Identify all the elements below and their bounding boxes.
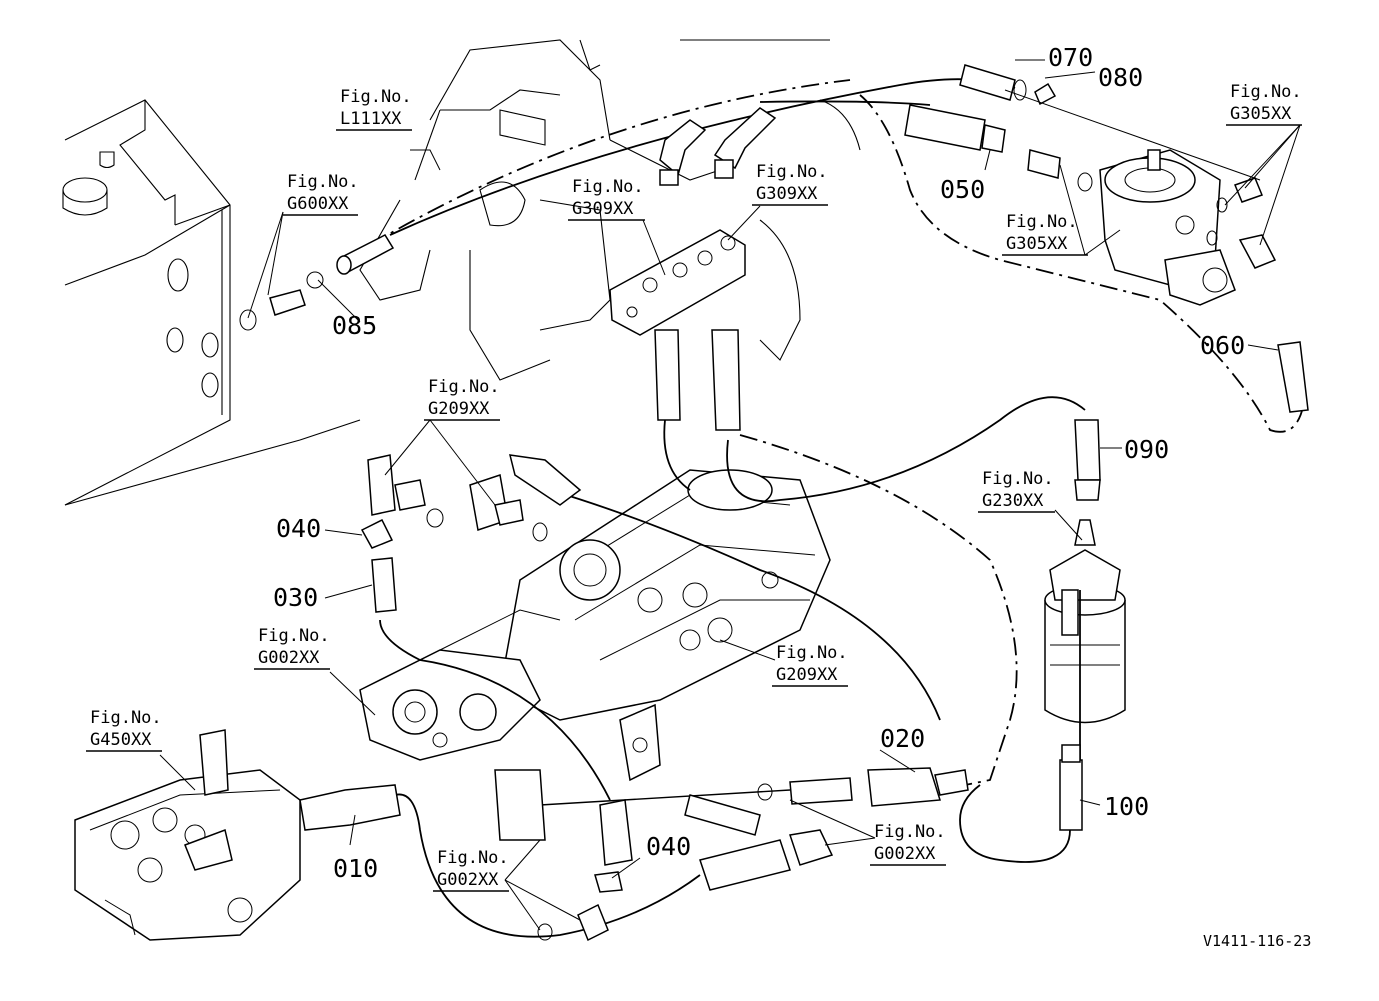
fig-number: G309XX [756,184,818,204]
part-070-label: 070 [1048,43,1093,72]
fig-number: G209XX [776,665,838,685]
fig-number: G230XX [982,491,1044,511]
fig-prefix: Fig.No. [258,626,330,646]
part-085-label: 085 [332,311,377,340]
fig-number: G305XX [1230,104,1292,124]
fig-ref-g309-right: Fig.No. G309XX [752,162,828,206]
fig-ref-g002-bottom: Fig.No. G002XX [433,848,509,892]
part-020-label: 020 [880,724,925,753]
oil-filter-drawing [1044,519,1126,724]
fig-ref-g305-top: Fig.No. G305XX [1226,82,1302,126]
fig-number: G209XX [428,399,490,419]
fig-prefix: Fig.No. [437,848,509,868]
fig-number: G309XX [572,199,634,219]
fig-ref-g309-left: Fig.No. G309XX [568,177,645,221]
fig-number: G002XX [437,870,499,890]
fig-ref-l111: Fig.No. L111XX [336,87,412,131]
part-050-label: 050 [940,175,985,204]
part-010-label: 010 [333,854,378,883]
fig-prefix: Fig.No. [874,822,946,842]
part-090-label: 090 [1124,435,1169,464]
part-040-label-upper: 040 [276,514,321,543]
fig-prefix: Fig.No. [428,377,500,397]
fig-prefix: Fig.No. [287,172,359,192]
fig-number: G600XX [287,194,349,214]
fig-prefix: Fig.No. [982,469,1054,489]
part-040-label-lower: 040 [646,832,691,861]
fig-number: L111XX [340,109,402,129]
fig-ref-g209-lower: Fig.No. G209XX [772,643,848,687]
fig-prefix: Fig.No. [572,177,644,197]
fig-number: G450XX [90,730,152,750]
gear-pump-drawing [1099,149,1236,306]
part-030-label: 030 [273,583,318,612]
fig-prefix: Fig.No. [776,643,848,663]
fig-prefix: Fig.No. [1006,212,1078,232]
fig-prefix: Fig.No. [340,87,412,107]
leader-lines [159,59,1301,931]
fittings [239,64,1309,942]
fig-number: G002XX [258,648,320,668]
fig-prefix: Fig.No. [1230,82,1302,102]
fig-prefix: Fig.No. [90,708,162,728]
drawing-code: V1411-116-23 [1203,932,1311,950]
fig-ref-g230: Fig.No. G230XX [978,469,1055,513]
fig-number: G002XX [874,844,936,864]
fig-ref-g305-middle: Fig.No. G305XX [1002,212,1088,256]
part-060-label: 060 [1200,331,1245,360]
fig-ref-g002-right: Fig.No. G002XX [870,822,946,866]
fig-number: G305XX [1006,234,1068,254]
fig-ref-g209-upper: Fig.No. G209XX [424,377,500,421]
main-pump-assembly-drawing [359,469,831,782]
valve-bracket-drawing [609,229,746,336]
fig-ref-g600: Fig.No. G600XX [283,172,359,216]
fig-prefix: Fig.No. [756,162,828,182]
part-100-label: 100 [1104,792,1149,821]
fig-ref-g450: Fig.No. G450XX [86,708,162,752]
part-080-label: 080 [1098,63,1143,92]
hydraulic-tank-drawing [62,99,231,506]
control-valve-drawing [74,729,301,941]
fig-ref-g002-left: Fig.No. G002XX [254,626,330,670]
